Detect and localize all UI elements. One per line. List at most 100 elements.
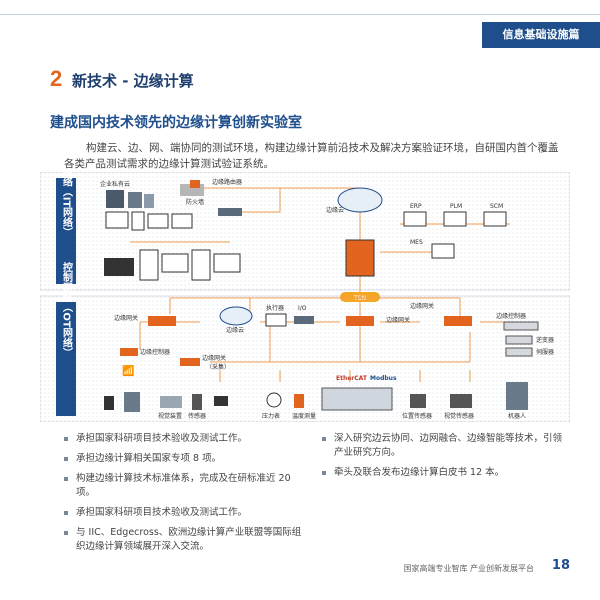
list-item: 承担边缘计算相关国家专项 8 项。 [64,452,304,466]
enterprise-cloud-label: 企业私有云 [100,180,130,188]
monitor-icon [161,253,189,273]
bullet-list-left: 承担国家科研项目技术验收及测试工作。 承担边缘计算相关国家专项 8 项。 构建边… [64,432,304,560]
temp-gauge-label: 温度测量 [292,412,316,420]
mes-label: MES [410,239,423,246]
edge-router-group: 边缘路由器 [212,178,242,216]
ot-edge-cloud: 边缘云 [219,306,253,334]
bullet-list-right: 深入研究边云协同、边网融合、边缘智能等技术，引领产业研究方向。 牵头及联合发布边… [322,432,562,486]
edge-gateway-label: 边缘网关 [386,316,410,324]
gateway-icon [180,358,200,366]
list-item: 承担国家科研项目技术验收及测试工作。 [64,506,304,520]
gateway-icon [444,316,472,326]
edge-controller-right: 边缘控制器 逆变器 伺服器 [496,312,554,357]
erp-label: ERP [410,203,422,210]
executor-label: 执行器 [266,304,284,312]
devices-row [105,211,193,231]
list-item: 牵头及联合发布边缘计算白皮书 12 本。 [322,466,562,480]
edge-controller-left: 边缘控制器 [120,348,170,356]
it-zone-tab [56,178,76,284]
monitor-icon [105,211,129,229]
edge-cloud-top: 边缘云 [326,187,383,214]
inverter-icon [505,335,533,345]
collect-label: （采集） [206,363,230,371]
section-title: 新技术 - 边缘计算 [72,72,194,90]
production-line-icon [321,387,393,411]
tsn-badge [340,292,380,302]
gateway-icon [346,316,374,326]
server-icon [106,190,124,208]
modbus-label: Modbus [370,375,397,382]
thermometer-icon [294,394,304,408]
collect-gateway: 边缘网关 （采集） [180,354,230,371]
servo-icon [505,347,533,357]
ot-links [139,297,520,382]
list-item: 承担国家科研项目技术验收及测试工作。 [64,432,304,446]
phone-icon [104,396,114,410]
robot-label: 机器人 [508,412,526,420]
it-apps: ERP PLM SCM MES [403,203,507,259]
tower-icon [191,249,211,281]
vision-sensor-icon [450,394,472,408]
io-label: I/O [298,305,307,312]
edge-gateway-label: 边缘网关 [410,302,434,310]
robot-arm-icon [124,392,140,412]
subheading: 建成国内技术领先的边缘计算创新实验室 [50,115,302,131]
ot-gateway-2: 边缘网关 [346,316,410,326]
core-switch-icon [345,239,375,277]
mes-monitor-icon [431,243,455,259]
gateway-icon [148,316,176,326]
section-number: 2 [50,66,63,91]
sensor-icon [192,394,202,410]
firewall-group: 防火墙 [180,180,204,206]
ot-zone-label: 控制网络（OT网络） [61,261,74,358]
edge-router-label: 边缘路由器 [212,178,242,186]
sensor-label: 传感器 [188,412,206,420]
io-icon [294,316,314,324]
desktop-row [104,249,241,281]
top-rule [0,14,600,15]
top-bar: 信息基础设施篇 [0,0,600,48]
edge-controller-label: 边缘控制器 [140,348,170,356]
scm-monitor-icon [483,211,507,227]
list-item: 构建边缘计算技术标准体系，完成及在研标准近 20 项。 [64,472,304,500]
it-zone-label: 信息网络（IT网络） [61,172,74,237]
executor-io: 执行器 I/O [265,304,314,327]
server-icon [144,194,154,208]
collect-gateway-label: 边缘网关 [202,354,226,362]
intro-paragraph: 构建云、边、网、端协同的测试环境，构建边缘计算前沿技术及解决方案验证环境，自研国… [64,142,559,170]
executor-icon [265,313,287,327]
erp-monitor-icon [403,211,427,227]
tsn-node: TSN [340,292,380,302]
flame-icon [190,180,200,188]
server-icon [128,192,142,208]
ethercat-label: EtherCAT [336,375,368,382]
ot-gateway-3: 边缘网关 [410,302,472,326]
edge-gateway-label: 边缘网关 [114,314,138,322]
edge-cloud-label: 边缘云 [326,206,344,214]
cloud-icon [219,306,253,326]
controller-icon [503,321,539,331]
inverter-label: 逆变器 [536,336,554,344]
field-devices: 视觉装置 传感器 压力表 温度测量 位置传感器 视觉传感器 机器人 [104,382,528,420]
cloud-icon [337,187,383,213]
gauge-icon [266,392,282,408]
protocol-tags: EtherCAT Modbus [336,375,397,382]
displacement-sensor-label: 位置传感器 [402,412,432,420]
module-icon [214,396,228,406]
plm-label: PLM [450,203,462,210]
list-item: 深入研究边云协同、边网融合、边缘智能等技术，引领产业研究方向。 [322,432,562,460]
vision-sensor-label: 视觉传感器 [444,412,474,420]
page-number: 18 [551,558,570,573]
laptop-icon [147,213,169,229]
scm-label: SCM [490,203,503,210]
category-tag: 信息基础设施篇 [482,22,600,48]
edge-cloud-ot-label: 边缘云 [226,326,244,334]
printer-icon [104,258,134,276]
monitor-icon [213,253,241,273]
displacement-sensor-icon [410,394,426,408]
laptop-icon [171,213,193,229]
servo-label: 伺服器 [536,348,554,356]
plm-monitor-icon [443,211,467,227]
camera-icon [160,396,182,408]
ot-zone-tab [56,302,76,416]
